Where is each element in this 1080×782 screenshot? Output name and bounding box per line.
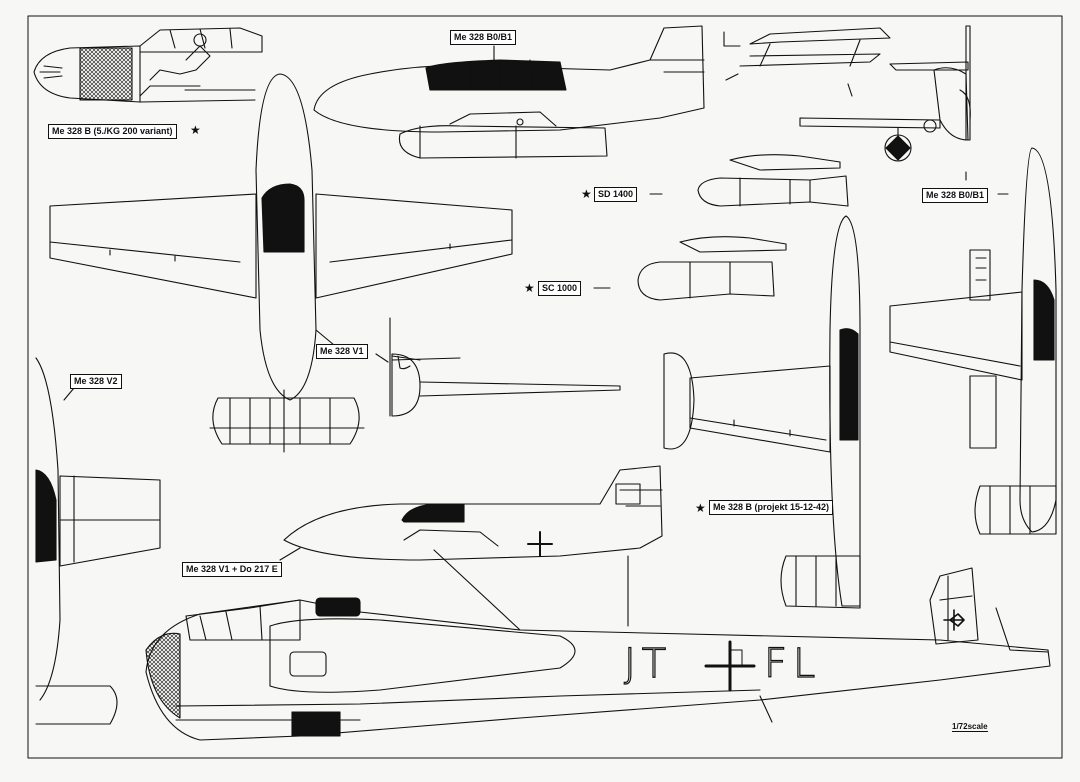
sd1400-drawing xyxy=(697,154,849,207)
label-me328b0b1-top: Me 328 B0/B1 xyxy=(450,30,517,45)
front-view-details xyxy=(723,25,971,162)
label-sc1000: SC 1000 xyxy=(538,281,582,296)
do217-code-letters: JT xyxy=(623,640,673,687)
v2-side-view xyxy=(35,357,161,725)
label-me328v2: Me 328 V2 xyxy=(70,374,122,389)
b-projekt-plan-view xyxy=(663,215,861,609)
label-me328v1: Me 328 V1 xyxy=(316,344,368,359)
label-sd1400: SD 1400 xyxy=(594,187,638,202)
star-marker-kg200: ★ xyxy=(190,123,201,137)
scale-note-text: 1/72scale xyxy=(952,722,988,732)
scale-note: 1/72scale xyxy=(952,722,988,732)
sc1000-drawing xyxy=(637,236,787,301)
v1-on-do217-composite xyxy=(145,465,1051,741)
b0b1-plan-right xyxy=(889,147,1057,535)
star-marker-sd1400: ★ xyxy=(581,187,592,201)
v1-front-view xyxy=(389,317,621,417)
do217-code-suffix: FL xyxy=(763,640,822,687)
label-me328b-kg200: Me 328 B (5./KG 200 variant) xyxy=(48,124,177,139)
kg200-nose-detail xyxy=(33,27,263,103)
label-me328v1-do217e: Me 328 V1 + Do 217 E xyxy=(182,562,282,577)
star-marker-sc1000: ★ xyxy=(524,281,535,295)
label-me328b0b1-right: Me 328 B0/B1 xyxy=(922,188,989,203)
label-me328b-projekt: Me 328 B (projekt 15-12-42) xyxy=(709,500,834,515)
b0b1-side-view xyxy=(313,25,705,159)
leader-lines xyxy=(63,45,1009,561)
v1-plan-view xyxy=(49,73,513,453)
star-marker-projekt: ★ xyxy=(695,501,706,515)
